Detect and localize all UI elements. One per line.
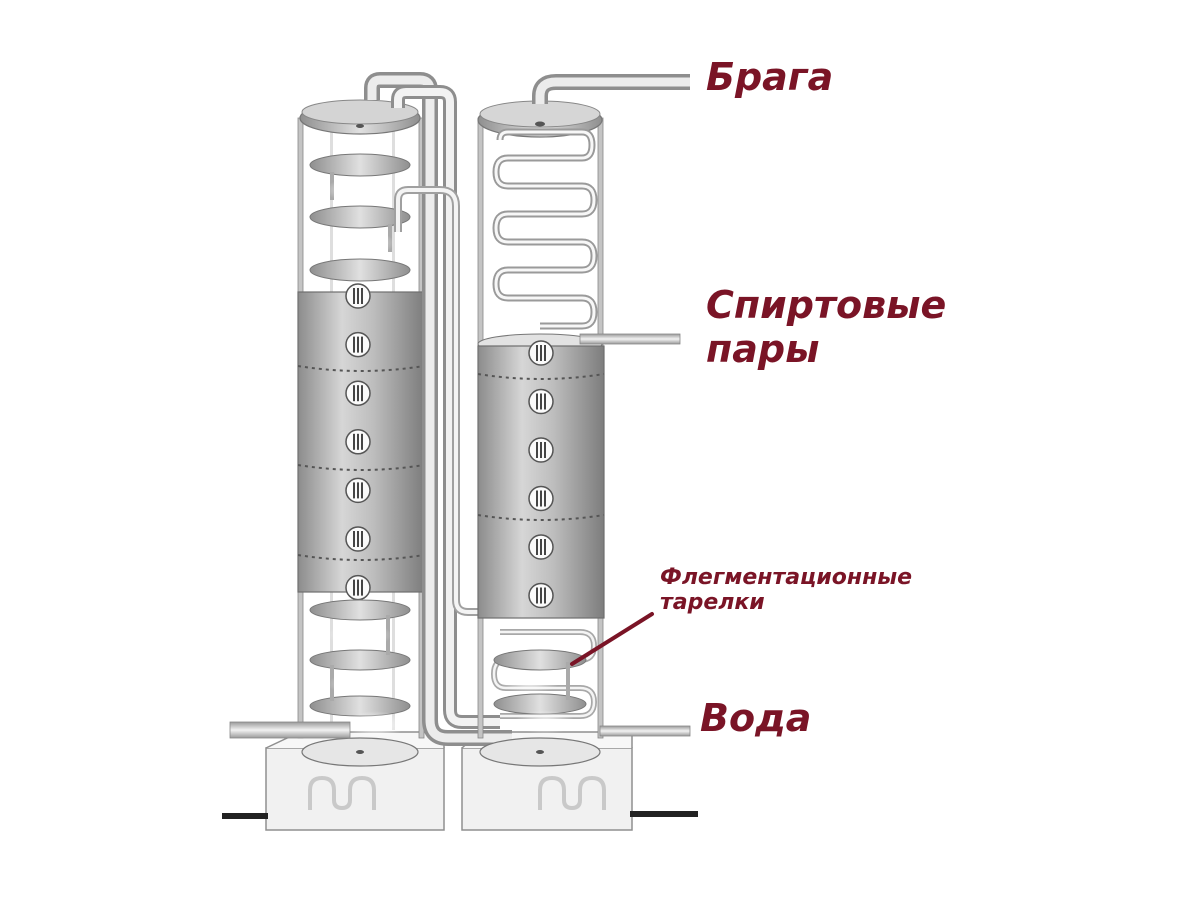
reflux-plates-label-line1: Флегментационные <box>660 565 913 590</box>
connecting-pipes <box>364 72 512 746</box>
braga-label-text: Брага <box>706 55 834 99</box>
plates-pointer-line <box>570 612 654 666</box>
spirit-vapors-label-line2: пары <box>706 326 820 371</box>
reflux-plates-label: Флегментационные тарелки <box>660 565 912 616</box>
right-cylinder <box>477 345 605 619</box>
water-label-text: Вода <box>700 696 812 740</box>
reflux-plates-label-line2: тарелки <box>660 590 765 616</box>
right-cylinder-windows <box>528 340 554 609</box>
left-upper-plates <box>309 153 411 282</box>
water-label: Вода <box>700 696 812 741</box>
left-column <box>297 99 425 767</box>
left-lower-plates <box>309 599 411 739</box>
right-lower-plates <box>490 629 598 734</box>
left-inlet-pipe <box>229 721 351 739</box>
spirit-vapors-label: Спиртовые пары <box>706 283 947 371</box>
spirit-vapors-label-line1: Спиртовые <box>706 283 947 327</box>
outlet-pipes <box>532 74 691 737</box>
braga-label: Брага <box>706 55 834 100</box>
left-cylinder-windows <box>345 283 371 601</box>
right-column <box>477 100 605 767</box>
